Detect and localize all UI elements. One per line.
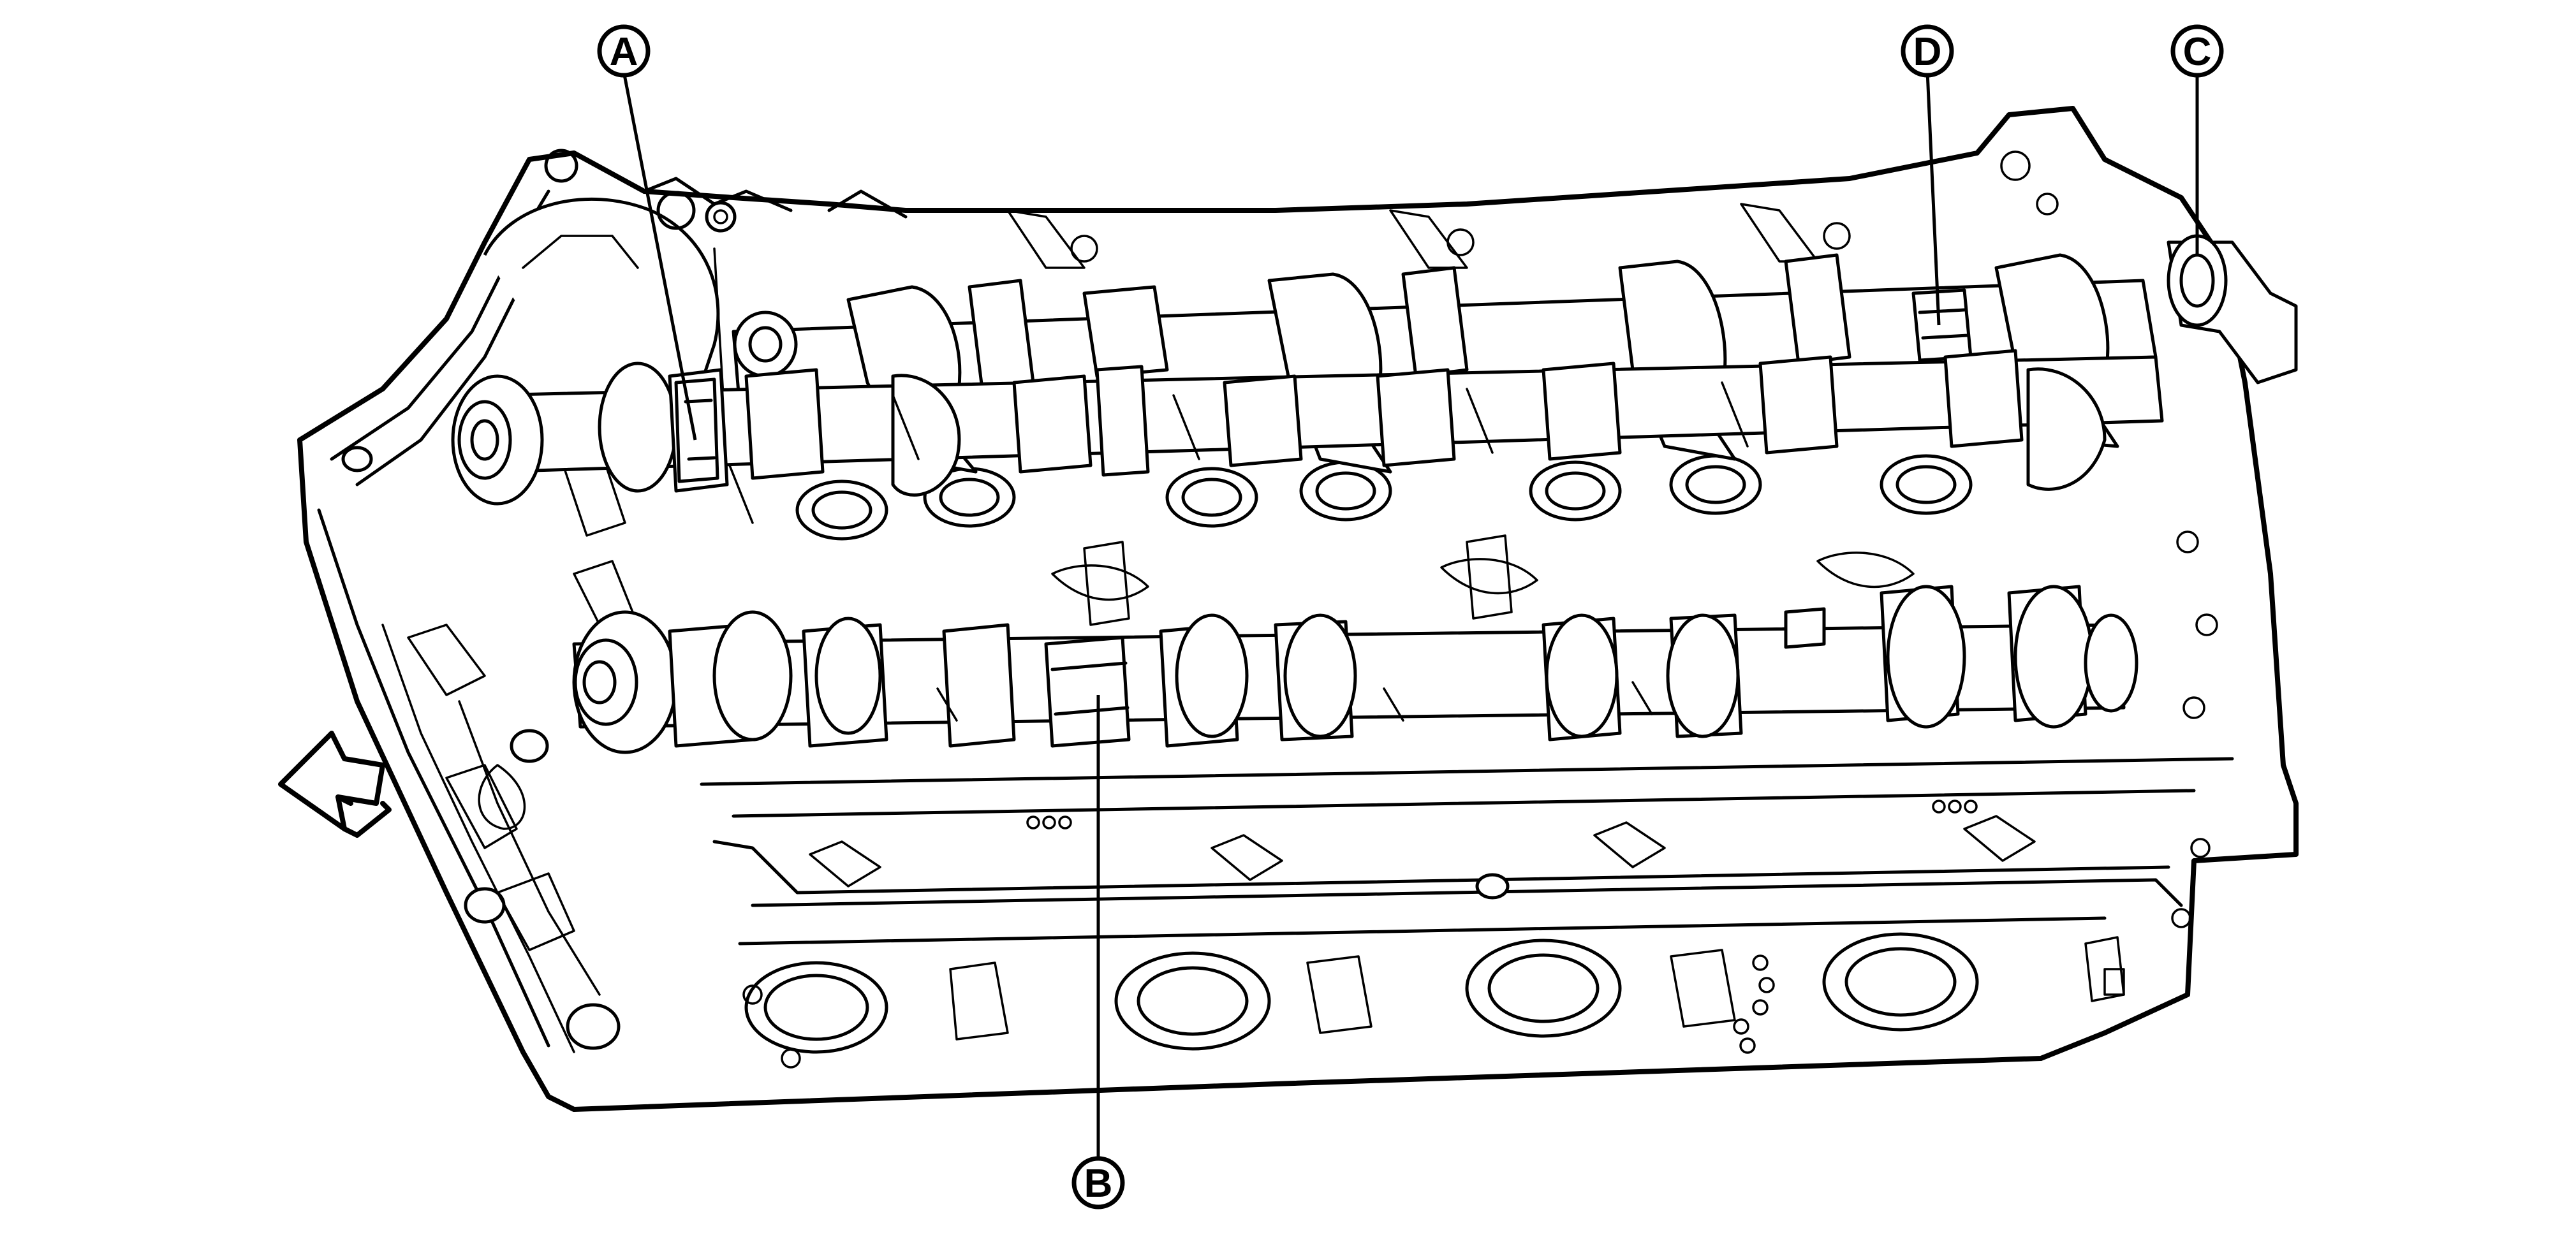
lower-camshaft xyxy=(572,585,2138,754)
callout-d-label: D xyxy=(1913,30,1942,74)
callout-c-label: C xyxy=(2183,30,2212,74)
leader-lines xyxy=(622,71,2199,1160)
callout-c: C xyxy=(2170,24,2224,78)
callout-d: D xyxy=(1901,24,1954,78)
valve-lifter-bores xyxy=(795,454,1973,626)
front-direction-arrow-icon xyxy=(278,731,392,838)
callout-b: B xyxy=(1071,1156,1125,1209)
callout-b-label: B xyxy=(1084,1162,1113,1206)
upper-front-camshaft xyxy=(451,349,2164,506)
callout-a-label: A xyxy=(610,30,638,74)
callout-a: A xyxy=(597,24,651,78)
